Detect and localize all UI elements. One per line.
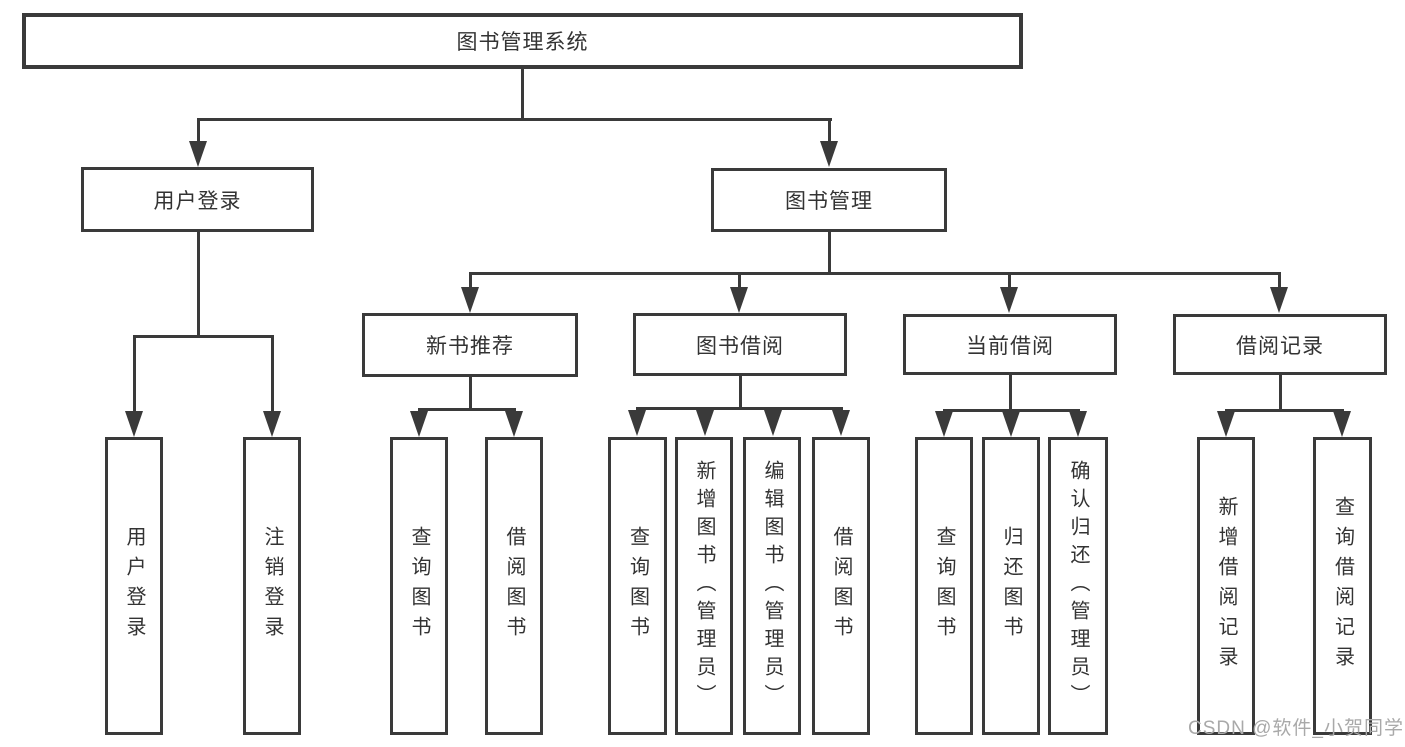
node-label: 图书借阅 [696, 334, 784, 358]
connector-line [133, 337, 136, 415]
node-library-management-system: 图书管理系统 [22, 13, 1023, 69]
leaf-query-books-recommendation: 查询图书 [390, 437, 448, 735]
arrowhead-icon [1000, 287, 1018, 313]
connector-line [636, 407, 843, 410]
leaf-label: 借阅图书 [830, 526, 852, 646]
connector-line [1009, 375, 1012, 411]
leaf-label: 注销登录 [261, 526, 283, 646]
arrowhead-icon [820, 141, 838, 167]
leaf-return-books: 归还图书 [982, 437, 1040, 735]
connector-line [828, 232, 831, 274]
arrowhead-icon [125, 411, 143, 437]
leaf-edit-books-admin: 编辑图书（管理员） [743, 437, 801, 735]
leaf-label: 新增借阅记录 [1215, 496, 1237, 676]
connector-line [197, 120, 200, 145]
leaf-label: 确认归还（管理员） [1067, 460, 1089, 712]
node-borrowing-records: 借阅记录 [1173, 314, 1387, 375]
node-book-management: 图书管理 [711, 168, 947, 232]
connector-line [197, 118, 832, 121]
arrowhead-icon [263, 411, 281, 437]
arrowhead-icon [1069, 411, 1087, 437]
leaf-add-books-admin: 新增图书（管理员） [675, 437, 733, 735]
arrowhead-icon [1333, 411, 1351, 437]
connector-line [1279, 375, 1282, 411]
connector-line [197, 232, 200, 337]
arrowhead-icon [189, 141, 207, 167]
leaf-borrow-books-recommendation: 借阅图书 [485, 437, 543, 735]
connector-line [738, 274, 741, 290]
connector-line [521, 69, 524, 121]
node-book-borrowing: 图书借阅 [633, 313, 847, 376]
arrowhead-icon [935, 411, 953, 437]
arrowhead-icon [461, 287, 479, 313]
leaf-query-books-borrowing: 查询图书 [608, 437, 667, 735]
watermark: CSDN @软件_小贺同学 [1188, 718, 1404, 739]
arrowhead-icon [730, 287, 748, 313]
arrowhead-icon [410, 411, 428, 437]
connector-line [469, 274, 472, 290]
arrowhead-icon [628, 410, 646, 436]
arrowhead-icon [1002, 411, 1020, 437]
node-label: 新书推荐 [426, 335, 514, 358]
arrowhead-icon [1270, 287, 1288, 313]
arrowhead-icon [764, 410, 782, 436]
leaf-label: 查询图书 [626, 526, 649, 646]
connector-line [1008, 274, 1011, 290]
leaf-label: 用户登录 [123, 526, 145, 646]
leaf-label: 新增图书（管理员） [693, 460, 715, 712]
leaf-query-borrow-record: 查询借阅记录 [1313, 437, 1372, 735]
node-label: 当前借阅 [966, 334, 1054, 358]
connector-line [739, 376, 742, 408]
connector-line [469, 272, 1281, 275]
node-new-book-recommendation: 新书推荐 [362, 313, 578, 377]
node-label: 借阅记录 [1236, 334, 1324, 358]
node-label: 图书管理 [785, 190, 873, 213]
leaf-label: 查询图书 [933, 526, 955, 646]
leaf-borrow-books-borrowing: 借阅图书 [812, 437, 870, 735]
connector-line [418, 408, 516, 411]
node-current-borrowing: 当前借阅 [903, 314, 1117, 375]
connector-line [133, 335, 274, 338]
leaf-label: 借阅图书 [503, 526, 525, 646]
leaf-label: 编辑图书（管理员） [761, 460, 783, 712]
connector-line [271, 337, 274, 415]
connector-line [828, 120, 831, 145]
node-user-login: 用户登录 [81, 167, 314, 232]
arrowhead-icon [505, 411, 523, 437]
arrowhead-icon [832, 410, 850, 436]
leaf-confirm-return-admin: 确认归还（管理员） [1048, 437, 1108, 735]
node-label: 用户登录 [153, 189, 242, 213]
connector-line [1225, 409, 1344, 412]
leaf-label: 归还图书 [1000, 526, 1022, 646]
arrowhead-icon [696, 410, 714, 436]
leaf-logout: 注销登录 [243, 437, 301, 735]
leaf-add-borrow-record: 新增借阅记录 [1197, 437, 1255, 735]
arrowhead-icon [1217, 411, 1235, 437]
leaf-query-books-current: 查询图书 [915, 437, 973, 735]
leaf-label: 查询图书 [408, 526, 430, 646]
connector-line [943, 409, 1080, 412]
node-label: 图书管理系统 [456, 31, 589, 54]
leaf-user-login: 用户登录 [105, 437, 163, 735]
connector-line [1278, 274, 1281, 290]
connector-line [469, 377, 472, 409]
leaf-label: 查询借阅记录 [1331, 496, 1354, 676]
